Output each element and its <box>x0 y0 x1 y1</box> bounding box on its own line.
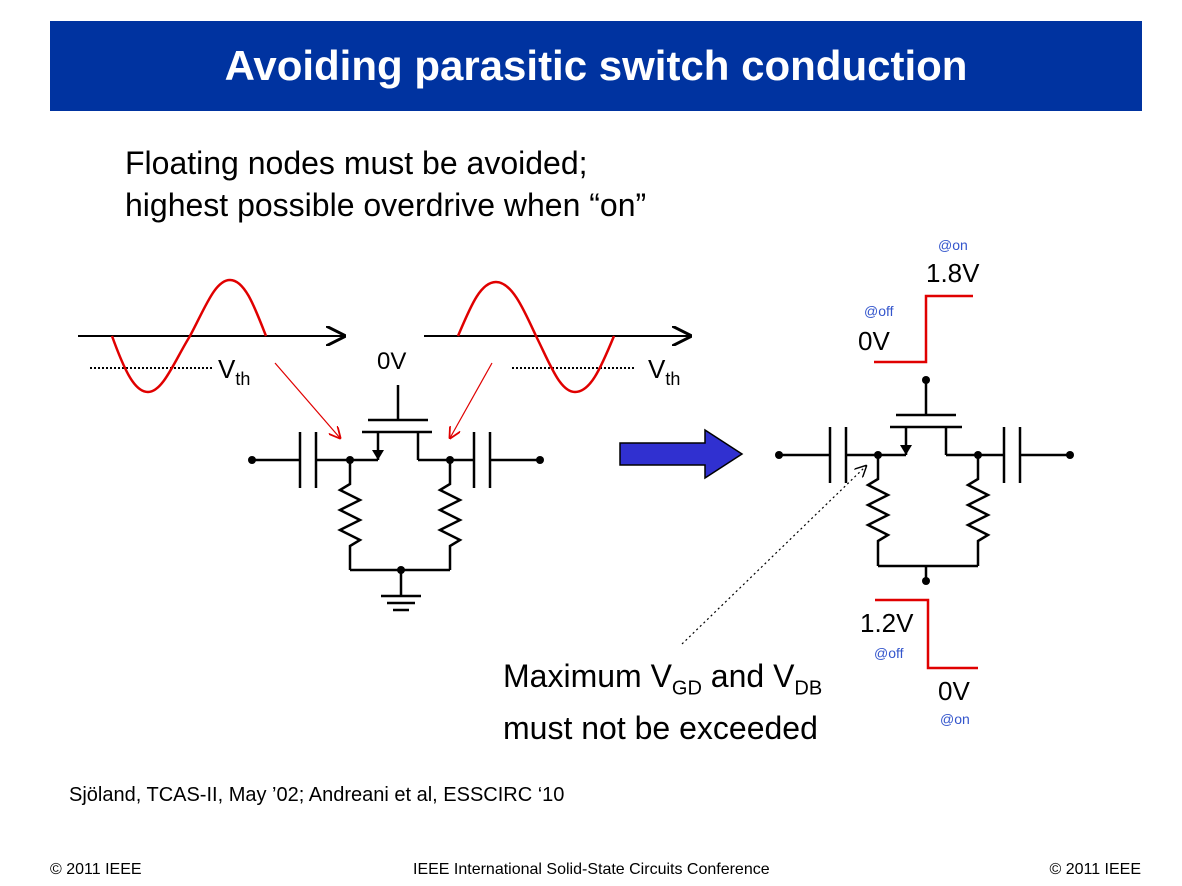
body-arrow-left <box>372 450 384 460</box>
title-bar: Avoiding parasitic switch conduction <box>50 21 1142 111</box>
constraint-note: Maximum VGD and VDB must not be exceeded <box>503 656 822 748</box>
gate-terminal-right <box>922 376 930 384</box>
pointer-arrow-left <box>274 362 340 438</box>
footer-copyright-left: © 2011 IEEE <box>50 861 142 878</box>
slide-title: Avoiding parasitic switch conduction <box>224 42 968 89</box>
vth-label-left: Vth <box>218 354 250 389</box>
body-arrow-right <box>900 445 912 455</box>
sine-wave-left <box>110 278 268 394</box>
subtitle-line-1: Floating nodes must be avoided; <box>125 145 588 181</box>
vth-label-right: Vth <box>648 354 680 389</box>
pointer-arrow-right <box>450 362 493 438</box>
waveform-left: Vth <box>78 278 344 438</box>
gate-low-label: 0V <box>858 326 890 356</box>
output-terminal-left <box>536 456 544 464</box>
right-switch-circuit <box>681 294 1074 670</box>
subtitle-line-2: highest possible overdrive when “on” <box>125 187 647 223</box>
bias-low-label: 0V <box>938 676 970 706</box>
sine-wave-right <box>456 280 616 394</box>
gate-step-waveform <box>874 294 973 364</box>
bias-off-tag: @off <box>874 645 904 661</box>
left-switch-circuit: 0V <box>248 348 544 612</box>
note-line-1: Maximum VGD and VDB <box>503 658 823 700</box>
note-pointer <box>681 466 866 645</box>
output-terminal-right <box>1066 451 1074 459</box>
input-terminal-left <box>248 456 256 464</box>
footer-copyright-right: © 2011 IEEE <box>1049 861 1141 878</box>
note-line-2: must not be exceeded <box>503 710 818 747</box>
gate-on-tag: @on <box>938 237 968 253</box>
bias-high-label: 1.2V <box>860 608 914 638</box>
input-terminal-right <box>775 451 783 459</box>
transform-arrow <box>619 428 744 480</box>
waveform-right: Vth <box>424 280 690 438</box>
bias-on-tag: @on <box>940 711 970 727</box>
gate-high-label: 1.8V <box>926 258 980 288</box>
footer-conference: IEEE International Solid-State Circuits … <box>413 861 770 878</box>
bias-step-waveform <box>875 598 978 670</box>
subtitle: Floating nodes must be avoided; highest … <box>125 142 646 226</box>
gate-off-tag: @off <box>864 303 894 319</box>
reference-citation: Sjöland, TCAS-II, May ’02; Andreani et a… <box>69 784 565 806</box>
gate-voltage-label-left: 0V <box>377 348 406 375</box>
bias-terminal-right <box>922 577 930 585</box>
